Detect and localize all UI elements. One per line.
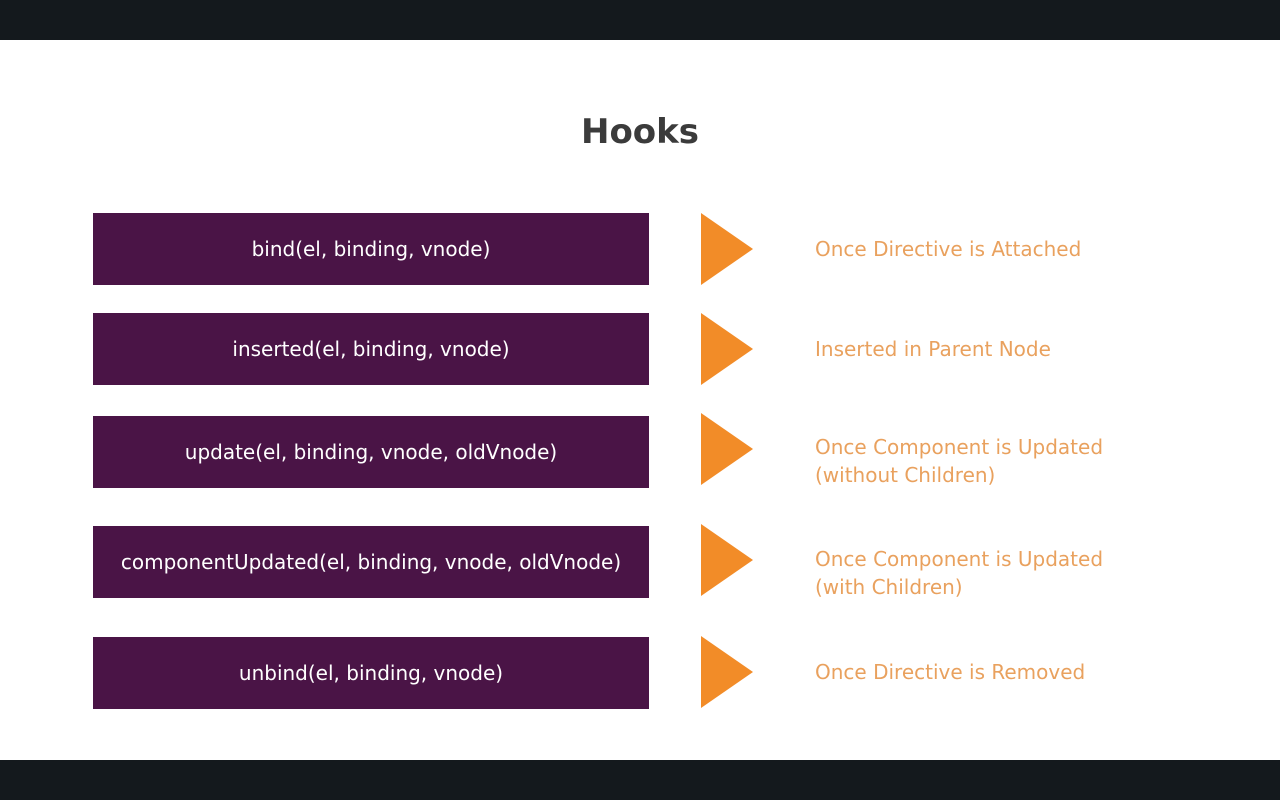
- description-line: Once Directive is Attached: [815, 237, 1082, 261]
- hook-box-unbind: unbind(el, binding, vnode): [93, 637, 649, 709]
- hook-description-unbind: Once Directive is Removed: [815, 658, 1255, 686]
- description-line: Once Component is Updated: [815, 547, 1104, 571]
- description-line: (without Children): [815, 463, 996, 487]
- slide-title: Hooks: [580, 112, 700, 152]
- hook-box-inserted: inserted(el, binding, vnode): [93, 313, 649, 385]
- hook-description-update: Once Component is Updated (without Child…: [815, 433, 1255, 489]
- description-line: (with Children): [815, 575, 963, 599]
- hook-box-bind: bind(el, binding, vnode): [93, 213, 649, 285]
- arrow-right-icon: [701, 213, 753, 285]
- description-line: Once Component is Updated: [815, 435, 1104, 459]
- hook-box-update: update(el, binding, vnode, oldVnode): [93, 416, 649, 488]
- hook-description-component-updated: Once Component is Updated (with Children…: [815, 545, 1255, 601]
- arrow-right-icon: [701, 413, 753, 485]
- arrow-right-icon: [701, 313, 753, 385]
- description-line: Inserted in Parent Node: [815, 337, 1051, 361]
- hook-box-component-updated: componentUpdated(el, binding, vnode, old…: [93, 526, 649, 598]
- arrow-right-icon: [701, 524, 753, 596]
- hook-description-bind: Once Directive is Attached: [815, 235, 1255, 263]
- hook-description-inserted: Inserted in Parent Node: [815, 335, 1255, 363]
- description-line: Once Directive is Removed: [815, 660, 1086, 684]
- arrow-right-icon: [701, 636, 753, 708]
